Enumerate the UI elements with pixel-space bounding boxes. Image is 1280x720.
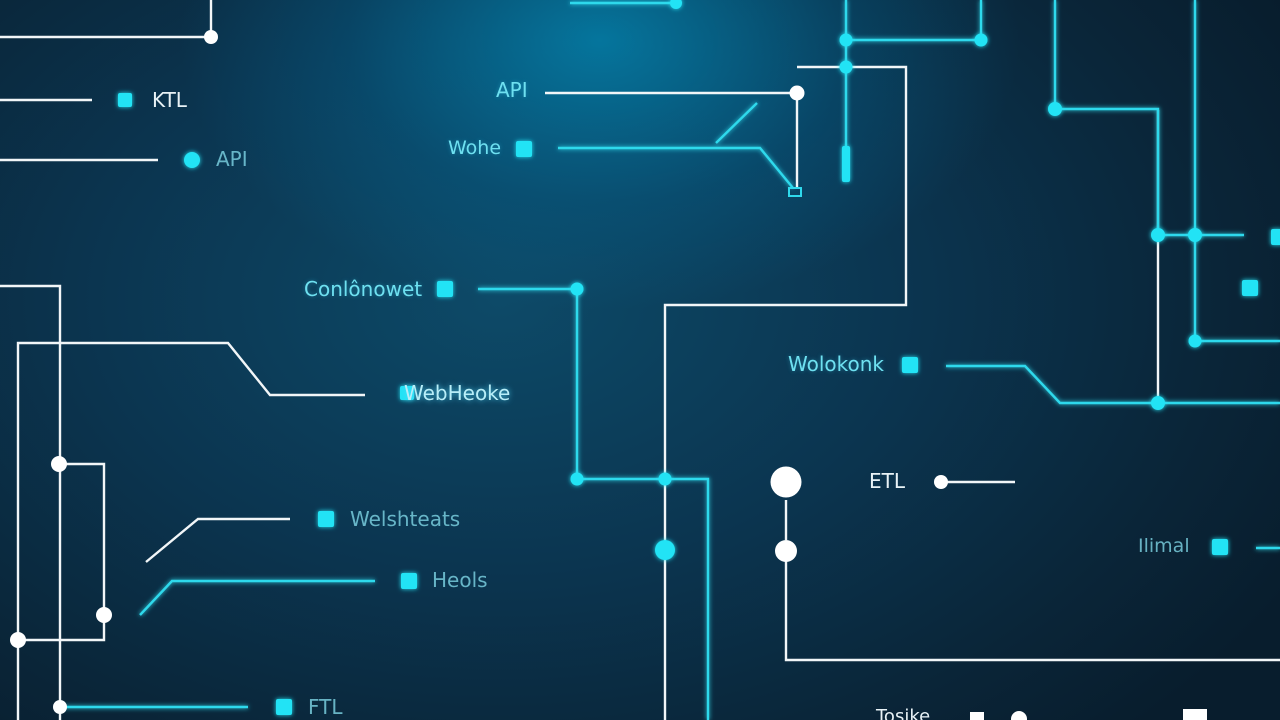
- white-square-nodes: [970, 709, 1207, 720]
- label-webheoke: WebHeoke: [404, 381, 511, 405]
- label-heols: Heols: [432, 568, 488, 592]
- white-nodes: [10, 30, 1027, 720]
- connector-port: [788, 187, 802, 197]
- label-conlonowet: Conlônowet: [304, 277, 423, 301]
- label-etl: ETL: [869, 469, 905, 493]
- cyan-nodes: [184, 0, 1202, 560]
- label-ktl: KTL: [152, 88, 187, 112]
- label-tosike: Tosike: [876, 706, 931, 720]
- label-api-left: API: [216, 147, 248, 171]
- label-ftl: FTL: [308, 695, 343, 719]
- cyan-square-nodes: [118, 93, 1280, 715]
- label-wohe: Wohe: [448, 137, 502, 159]
- label-welshteats: Welshteats: [350, 507, 461, 531]
- label-wolokonk: Wolokonk: [788, 352, 884, 376]
- label-api-top: API: [496, 78, 528, 102]
- cyan-wires: [60, 0, 1280, 720]
- label-itrna: Ilimal: [1138, 535, 1190, 557]
